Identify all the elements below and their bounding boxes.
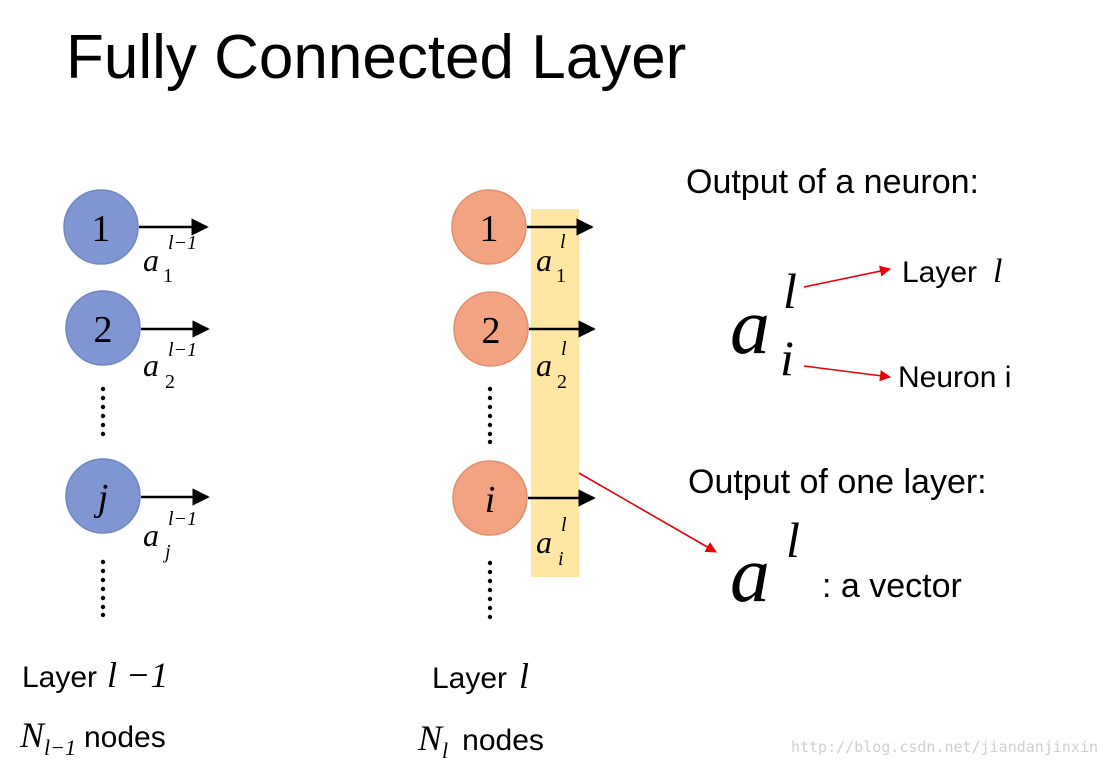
cur-node-label: i (485, 479, 496, 521)
prev-node-1: 1 (63, 189, 139, 265)
cur-node-i: i (452, 460, 528, 536)
layer-pointer-arrow (803, 265, 892, 288)
cur-output-1-sub: 1 (556, 265, 566, 287)
watermark: http://blog.csdn.net/jiandanjinxin (791, 738, 1098, 756)
cur-output-1-sup: l (560, 231, 566, 253)
cur-output-i-sub: i (558, 548, 564, 570)
cur-ellipsis-1 (487, 386, 493, 445)
page-title: Fully Connected Layer (66, 23, 686, 92)
prev-output-2-sup: l−1 (168, 339, 197, 361)
prev-output-j-sub: j (162, 541, 171, 563)
prev-output-1-sub: 1 (163, 265, 173, 287)
layer-output-highlight (531, 209, 579, 577)
cur-output-2-sup: l (561, 338, 567, 360)
cur-layer: 1 a 1 l 2 a 2 l i a i l Lay (417, 189, 596, 763)
cur-node-label: 2 (482, 310, 501, 352)
neuron-note: Neuron i (898, 361, 1011, 394)
neuron-output-symbol: a (730, 283, 770, 371)
prev-node-j: j (65, 458, 141, 534)
layer-output-panel: Output of one layer: a l : a vector (578, 463, 987, 619)
prev-output-j: a (143, 517, 159, 553)
prev-ellipsis-2 (100, 559, 106, 618)
prev-node-2: 2 (65, 290, 141, 366)
cur-output-i: a (536, 524, 552, 560)
layer-output-note: : a vector (822, 567, 962, 605)
prev-ellipsis-1 (100, 386, 106, 437)
prev-node-label: 1 (92, 208, 111, 250)
neuron-output-sub: i (780, 330, 794, 386)
cur-ellipsis-2 (487, 560, 493, 620)
layer-output-heading: Output of one layer: (688, 463, 987, 501)
neuron-pointer-arrow (803, 365, 892, 382)
layer-output-symbol: a (730, 531, 770, 619)
cur-node-2: 2 (453, 291, 529, 367)
prev-output-2: a (143, 347, 159, 383)
cur-node-label: 1 (480, 208, 499, 250)
prev-output-2-sub: 2 (165, 371, 175, 393)
cur-output-2: a (536, 347, 552, 383)
cur-output-1: a (536, 242, 552, 278)
cur-output-i-sup: l (561, 514, 567, 536)
prev-node-label: 2 (94, 309, 113, 351)
neuron-output-heading: Output of a neuron: (686, 163, 979, 201)
prev-output-1: a (143, 242, 159, 278)
prev-output-j-sup: l−1 (168, 508, 197, 530)
cur-node-1: 1 (451, 189, 527, 265)
neuron-output-sup: l (783, 263, 797, 319)
layer-output-pointer-arrow (578, 472, 717, 553)
layer-output-sup: l (786, 512, 800, 568)
prev-layer: 1 a 1 l−1 2 a 2 l−1 j a j l−1 (19, 189, 210, 760)
cur-output-2-sub: 2 (557, 371, 567, 393)
prev-output-1-sup: l−1 (168, 232, 197, 254)
